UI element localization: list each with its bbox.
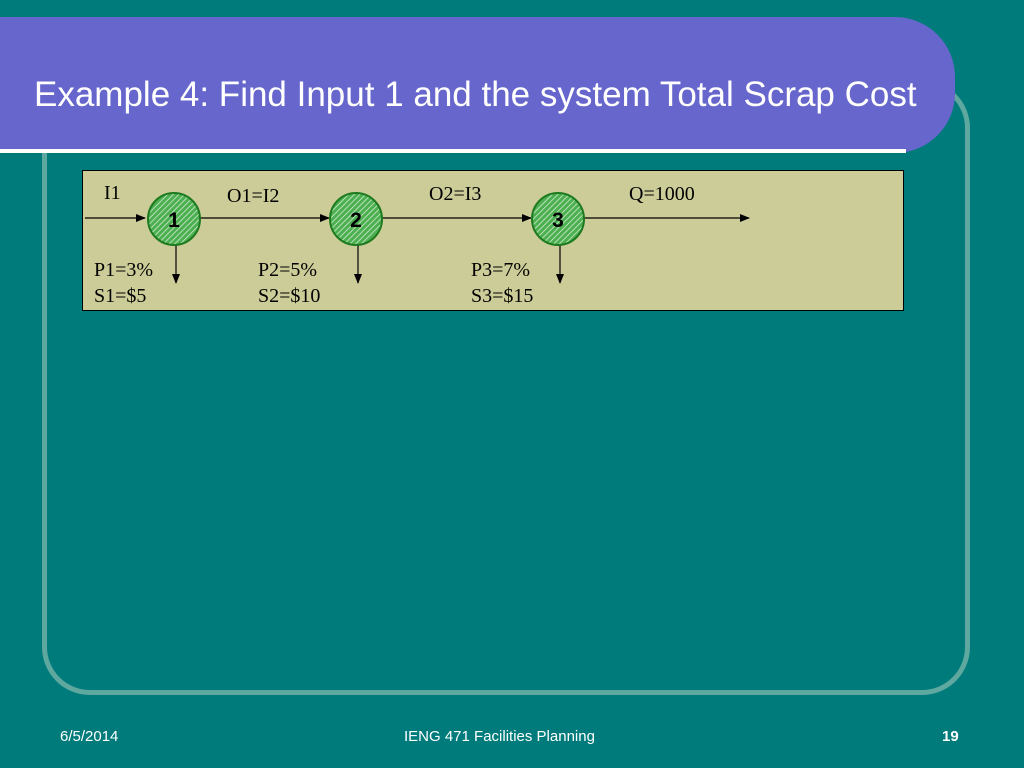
page-number: 19 bbox=[942, 728, 959, 745]
scrap-rate-1: P1=3% bbox=[94, 259, 154, 281]
station-node-2: 2 bbox=[329, 192, 383, 246]
link-label-1: O1=I2 bbox=[227, 185, 280, 207]
scrap-cost-2: S2=$10 bbox=[258, 285, 321, 307]
station-node-label: 2 bbox=[350, 209, 362, 232]
output-label: Q=1000 bbox=[629, 183, 695, 205]
footer-date: 6/5/2014 bbox=[60, 728, 119, 745]
station-node-label: 1 bbox=[168, 209, 180, 232]
title-bar: Example 4: Find Input 1 and the system T… bbox=[0, 17, 955, 153]
station-node-3: 3 bbox=[531, 192, 585, 246]
title-underline bbox=[0, 149, 906, 153]
link-label-2: O2=I3 bbox=[429, 183, 482, 205]
scrap-rate-3: P3=7% bbox=[471, 259, 531, 281]
scrap-cost-1: S1=$5 bbox=[94, 285, 147, 307]
flow-diagram-svg: 1 2 3 bbox=[85, 192, 750, 284]
process-diagram: 1 2 3 I1 O1=I2 O2=I3 Q=1000 P1=3% S1=$5 … bbox=[82, 170, 904, 311]
input-label: I1 bbox=[104, 182, 121, 204]
station-node-1: 1 bbox=[147, 192, 201, 246]
scrap-cost-3: S3=$15 bbox=[471, 285, 534, 307]
footer-course: IENG 471 Facilities Planning bbox=[404, 728, 595, 745]
slide-title: Example 4: Find Input 1 and the system T… bbox=[34, 75, 917, 114]
station-node-label: 3 bbox=[552, 209, 564, 232]
scrap-rate-2: P2=5% bbox=[258, 259, 318, 281]
